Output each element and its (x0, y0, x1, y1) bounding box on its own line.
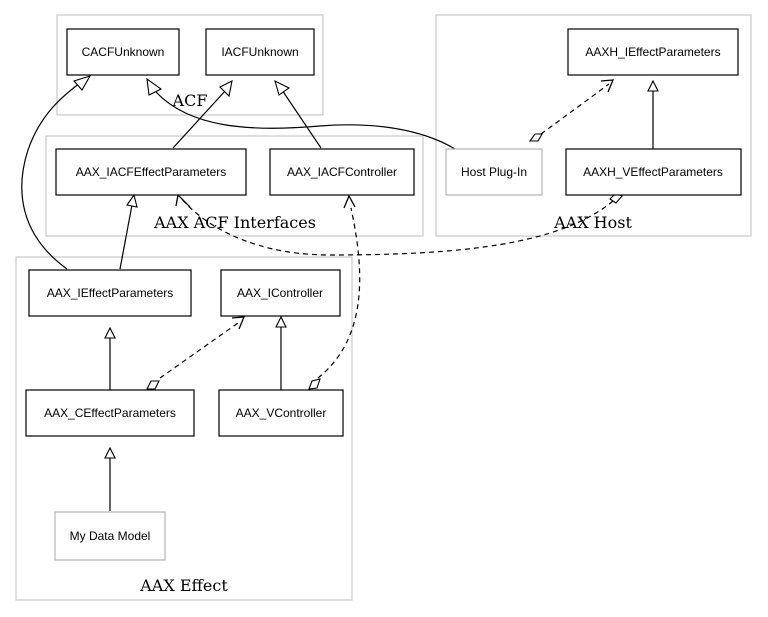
node-label: IACFUnknown (221, 45, 298, 59)
node-cacfunknown: CACFUnknown (66, 28, 180, 76)
node-label: AAX_IEffectParameters (47, 286, 174, 300)
inherit-arrowhead-icon (146, 77, 163, 96)
node-aax-iacfeffectparameters: AAX_IACFEffectParameters (55, 148, 247, 196)
inherit-arrowhead-icon (104, 446, 116, 459)
edge-ceffectparams-to-icontroller (159, 322, 239, 379)
edge-hostplugin-to-cacfunknown (155, 91, 456, 150)
cluster-label-interfaces: AAX ACF Interfaces (153, 213, 316, 232)
edge-ieffectparams-to-iacfeffectparams (119, 204, 133, 270)
node-host-plugin: Host Plug-In (445, 148, 543, 196)
aggregation-diamond-icon (146, 380, 160, 390)
inherit-arrowhead-icon (275, 315, 287, 328)
inherit-arrowhead-icon (647, 79, 659, 92)
cluster-label-host: AAX Host (553, 213, 632, 232)
node-label: Host Plug-In (461, 165, 527, 179)
inherit-arrowhead-icon (73, 75, 92, 91)
edge-ieffectparams-to-cacfunknown (21, 79, 85, 270)
node-aaxh-veffectparameters: AAXH_VEffectParameters (565, 148, 742, 196)
inheritance-edges (21, 75, 659, 511)
node-my-data-model: My Data Model (54, 511, 166, 561)
node-label: AAX_IACFController (287, 165, 397, 179)
node-label: AAXH_IEffectParameters (585, 45, 720, 59)
inherit-arrowhead-icon (219, 80, 233, 98)
open-arrowhead-icon (343, 194, 356, 209)
cluster-label-effect: AAX Effect (139, 576, 228, 595)
node-aax-vcontroller: AAX_VController (218, 389, 344, 437)
edge-vcontroller-to-iacfcontroller (317, 207, 361, 379)
node-aax-icontroller: AAX_IController (220, 269, 341, 317)
node-label: AAX_IController (237, 286, 323, 300)
node-label: AAX_IACFEffectParameters (76, 165, 227, 179)
open-arrowhead-icon (231, 316, 246, 330)
node-aax-ceffectparameters: AAX_CEffectParameters (25, 389, 195, 437)
inherit-arrowhead-icon (274, 79, 291, 96)
association-edges (146, 79, 623, 390)
inherit-arrowhead-icon (104, 326, 116, 339)
node-aaxh-ieffectparameters: AAXH_IEffectParameters (567, 28, 739, 76)
node-aax-ieffectparameters: AAX_IEffectParameters (28, 269, 192, 317)
cluster-aax-host: AAX Host (435, 14, 752, 237)
aggregation-diamond-icon (308, 378, 321, 390)
node-label: AAX_VController (236, 406, 327, 420)
node-label: My Data Model (70, 529, 151, 543)
inherit-arrowhead-icon (126, 193, 138, 208)
node-label: CACFUnknown (82, 45, 165, 59)
aggregation-diamond-icon (528, 133, 543, 142)
edge-hostplugin-to-aaxhieffect (540, 83, 610, 135)
edge-iacfcontroller-to-iacfunknown (281, 89, 322, 149)
edge-aaxhveffect-to-iacfeffectparams (181, 198, 614, 256)
node-aax-iacfcontroller: AAX_IACFController (269, 148, 415, 196)
edge-iacfeffectparams-to-iacfunknown (172, 89, 227, 149)
node-label: AAXH_VEffectParameters (583, 165, 723, 179)
node-iacfunknown: IACFUnknown (205, 28, 315, 76)
node-label: AAX_CEffectParameters (44, 406, 176, 420)
cluster-label-acf: ACF (172, 91, 208, 110)
open-arrowhead-icon (600, 79, 615, 93)
cluster-aax-effect: AAX Effect (15, 256, 353, 601)
